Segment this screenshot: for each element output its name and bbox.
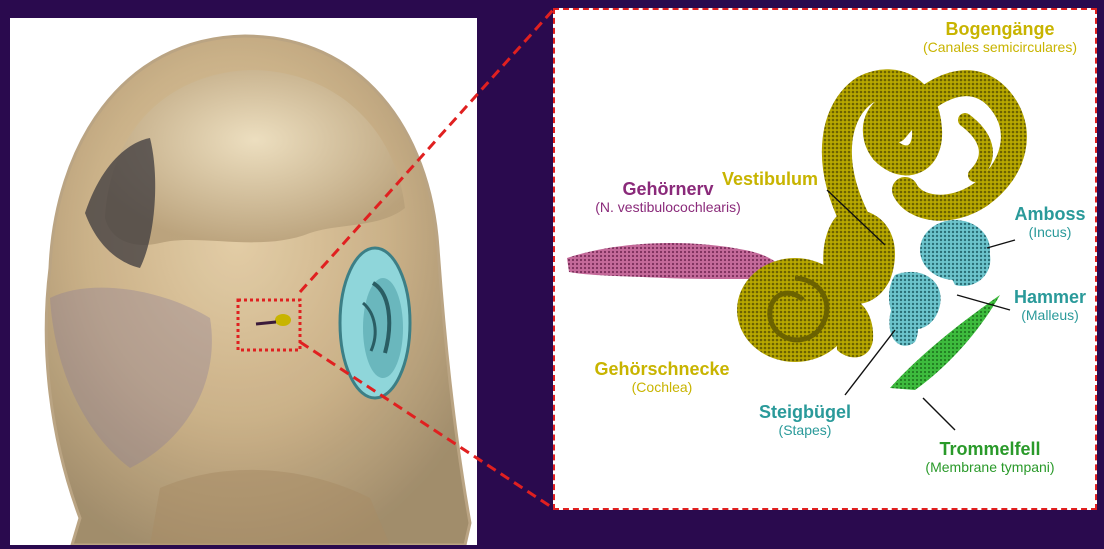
- head-render: [10, 18, 477, 545]
- label-name: Hammer: [1010, 288, 1090, 308]
- label-latin: (Cochlea): [577, 380, 747, 395]
- head-render-panel: [10, 18, 477, 545]
- label-latin: (N. vestibulocochlearis): [573, 200, 763, 215]
- label-latin: (Incus): [1010, 225, 1090, 240]
- label-gehoerschnecke: Gehörschnecke (Cochlea): [577, 360, 747, 395]
- label-trommelfell: Trommelfell (Membrane tympani): [900, 440, 1080, 475]
- label-name: Gehörnerv: [573, 180, 763, 200]
- label-amboss: Amboss (Incus): [1010, 205, 1090, 240]
- label-name: Trommelfell: [900, 440, 1080, 460]
- label-name: Bogengänge: [905, 20, 1095, 40]
- label-latin: (Malleus): [1010, 308, 1090, 323]
- outer-ear: [340, 248, 410, 398]
- label-name: Steigbügel: [740, 403, 870, 423]
- semicircular-canals-shape: [837, 83, 1014, 220]
- label-latin: (Membrane tympani): [900, 460, 1080, 475]
- label-name: Gehörschnecke: [577, 360, 747, 380]
- label-gehoernerv: Gehörnerv (N. vestibulocochlearis): [573, 180, 763, 215]
- label-hammer: Hammer (Malleus): [1010, 288, 1090, 323]
- label-steigbuegel: Steigbügel (Stapes): [740, 403, 870, 438]
- incus-shape: [920, 220, 990, 286]
- label-latin: (Stapes): [740, 423, 870, 438]
- label-bogengaenge: Bogengänge (Canales semicirculares): [905, 20, 1095, 55]
- inner-ear-zoom-panel: Bogengänge (Canales semicirculares) Vest…: [553, 8, 1097, 510]
- label-latin: (Canales semicirculares): [905, 40, 1095, 55]
- label-name: Amboss: [1010, 205, 1090, 225]
